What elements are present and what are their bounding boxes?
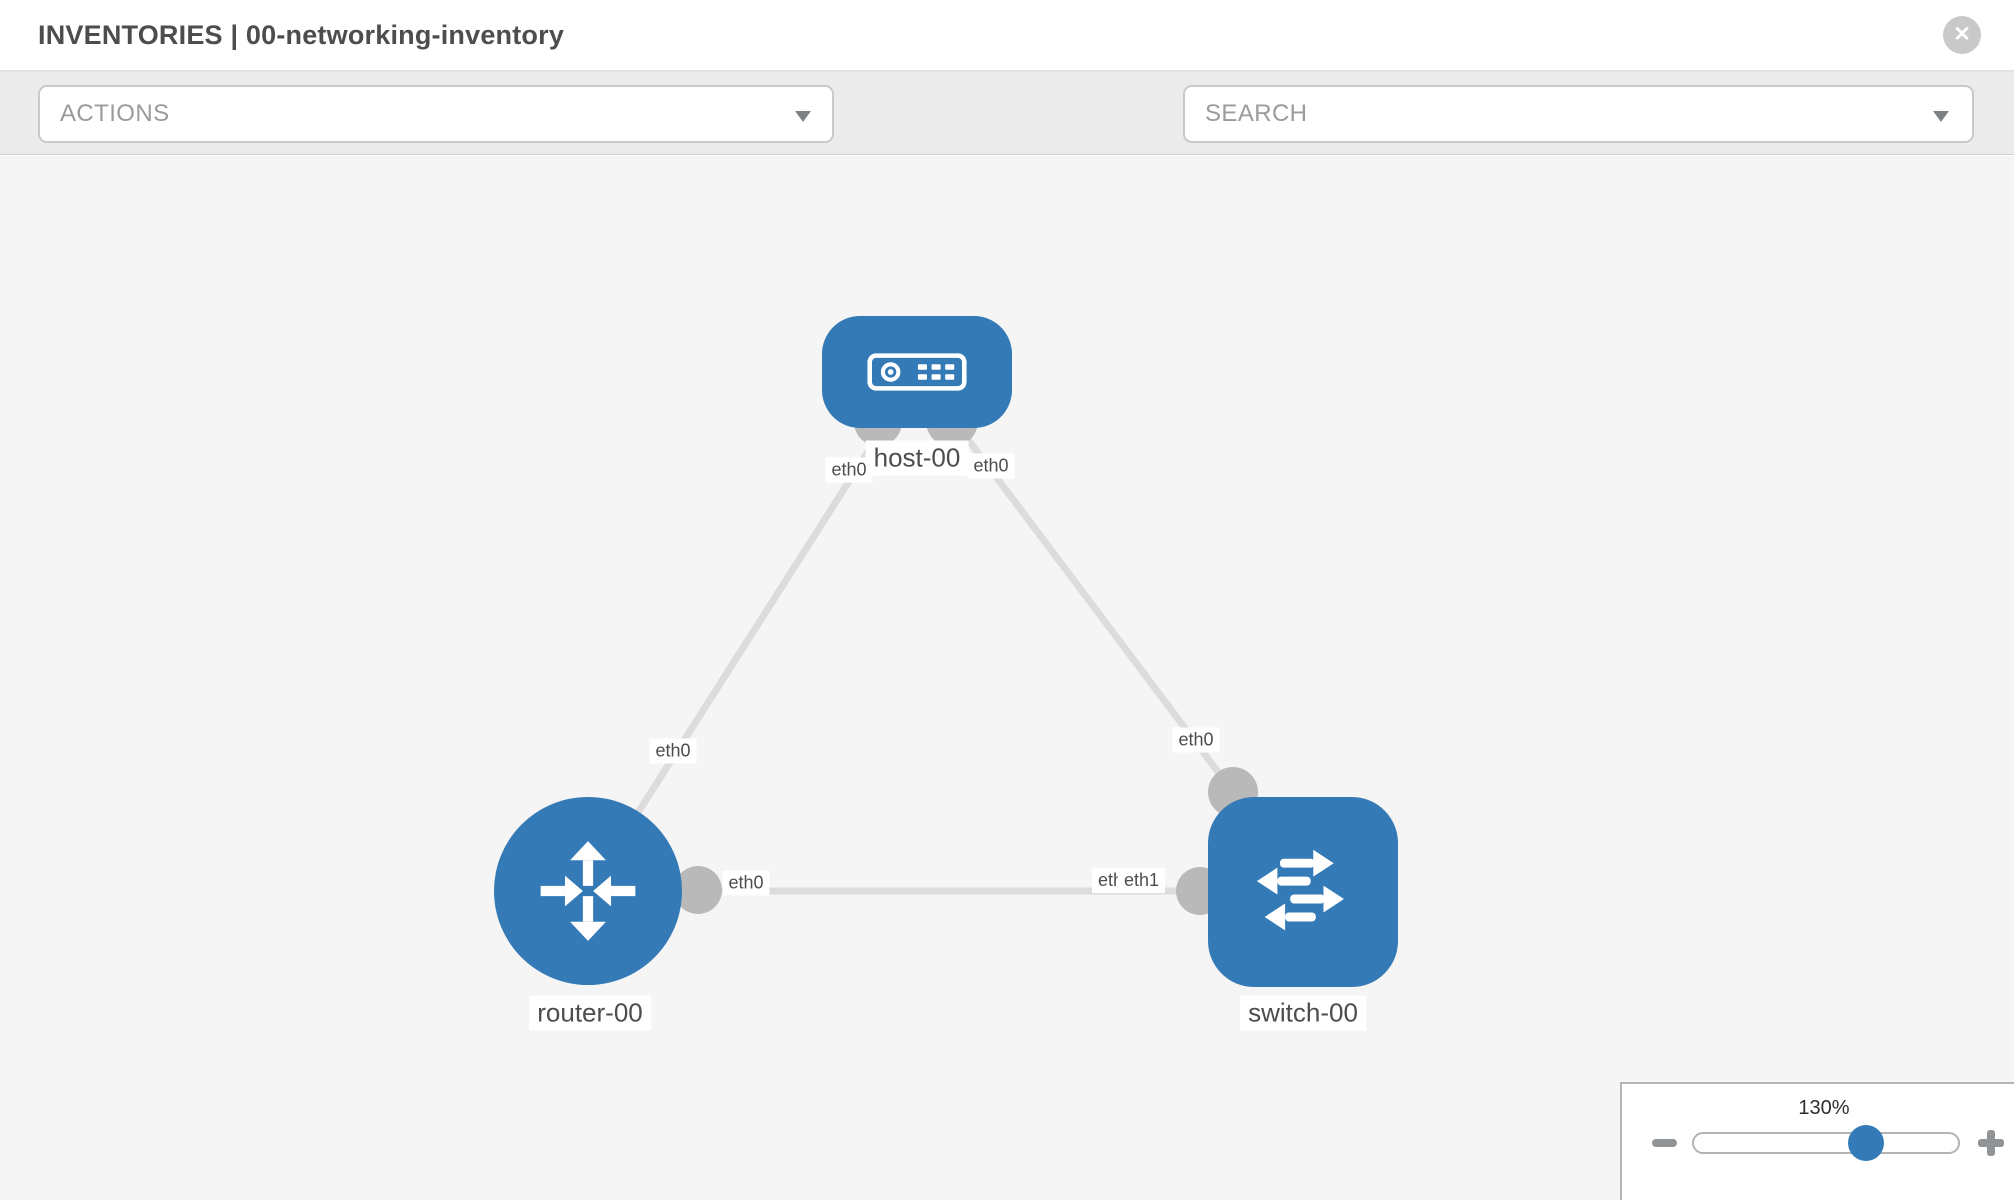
search-dropdown-label: SEARCH: [1205, 100, 1308, 127]
router-icon: [540, 841, 636, 941]
node-label-switch: switch-00: [1240, 995, 1366, 1031]
search-dropdown[interactable]: SEARCH: [1183, 85, 1974, 143]
zoom-level-readout: 130%: [1798, 1097, 1850, 1119]
node-label-host: host-00: [865, 440, 969, 476]
iface-label-host-router-router-end: eth0: [649, 738, 697, 764]
iface-label-router-switch-router-end: eth0: [722, 870, 770, 896]
actions-dropdown-label: ACTIONS: [60, 100, 170, 127]
node-switch-00[interactable]: [1208, 797, 1398, 987]
iface-circle-router-eth0[interactable]: [674, 866, 722, 914]
switch-icon: [1256, 849, 1344, 931]
host-icon: [867, 353, 967, 391]
link-host-switch[interactable]: [915, 370, 1236, 795]
iface-label-host-switch-switch-end: eth0: [1172, 727, 1220, 753]
iface-label-host-switch-host-end: eth0: [967, 453, 1015, 479]
zoom-panel: 130%: [1620, 1082, 2014, 1200]
iface-label-host-router-host-end: eth0: [825, 457, 873, 483]
zoom-in-plus-icon[interactable]: [1975, 1127, 2007, 1159]
page-title: INVENTORIES | 00-networking-inventory: [38, 20, 565, 50]
chevron-down-icon: [795, 111, 811, 122]
node-label-router: router-00: [529, 995, 651, 1031]
node-host-00[interactable]: [822, 316, 1012, 428]
zoom-slider-knob[interactable]: [1848, 1125, 1884, 1161]
close-icon[interactable]: ✕: [1943, 16, 1981, 54]
topology-canvas[interactable]: [0, 156, 2014, 1200]
zoom-out-minus-icon[interactable]: [1652, 1139, 1677, 1147]
node-router-00[interactable]: [494, 797, 682, 985]
app-header: INVENTORIES | 00-networking-inventory ✕: [0, 0, 2014, 71]
chevron-down-icon: [1933, 111, 1949, 122]
actions-dropdown[interactable]: ACTIONS: [38, 85, 834, 143]
zoom-slider-track[interactable]: [1692, 1132, 1960, 1154]
iface-label-router-switch-switch-end: eth1: [1118, 868, 1166, 893]
